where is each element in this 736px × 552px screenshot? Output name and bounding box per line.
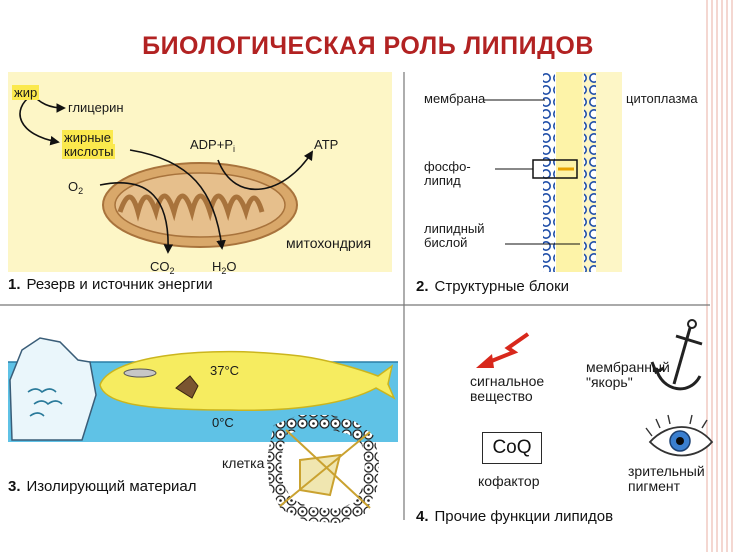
iceberg-icon [9,337,97,441]
label-atp: ATP [314,137,339,152]
coq-box: CoQ [482,432,542,464]
decorative-stripes [706,0,736,552]
arrow-oxygen-to-co2 [99,182,174,254]
whale-icon [99,350,396,412]
arrow-acids-to-water [129,149,226,250]
label-membrane: мембрана [424,91,486,106]
label-temp-warm: 37°C [210,363,240,378]
label-mitochondria: митохондрия [286,235,372,251]
fat-cell-network [266,415,380,524]
label-h2o: H2O [212,259,237,276]
caption-panel3: 3.Изолирующий материал [8,478,197,495]
caption-panel1: 1.Резерв и источник энергии [8,276,213,293]
membrane-core [556,72,582,272]
label-membrane-anchor: мембранный"якорь" [586,359,670,391]
label-oxygen: O2 [68,179,84,196]
mitochondrion-icon [102,162,298,248]
page-title: БИОЛОГИЧЕСКАЯ РОЛЬ ЛИПИДОВ [142,32,594,60]
label-cofactor: кофактор [478,473,540,489]
arrow-adp-to-atp [217,150,314,191]
bilayer-inner-beads [584,72,596,272]
signal-arrow-icon [476,332,530,368]
label-phospholipid: фосфо-липид [424,159,471,189]
label-cytoplasm: цитоплазма [626,91,698,106]
label-co2: CO2 [150,259,175,276]
caption-panel4: 4.Прочие функции липидов [416,508,614,525]
label-glycerol: глицерин [68,100,124,115]
label-temp-cold: 0°C [212,415,234,430]
label-adp: ADP+Pi [190,137,235,154]
label-fat: жир [12,85,40,100]
eye-icon [645,414,714,457]
anchor-icon [650,319,703,391]
caption-panel2: 2.Структурные блоки [416,278,570,295]
label-cell: клетка [222,455,265,471]
label-fatty-acids: жирные кислоты [62,130,116,160]
bilayer-outer-beads [543,72,555,272]
